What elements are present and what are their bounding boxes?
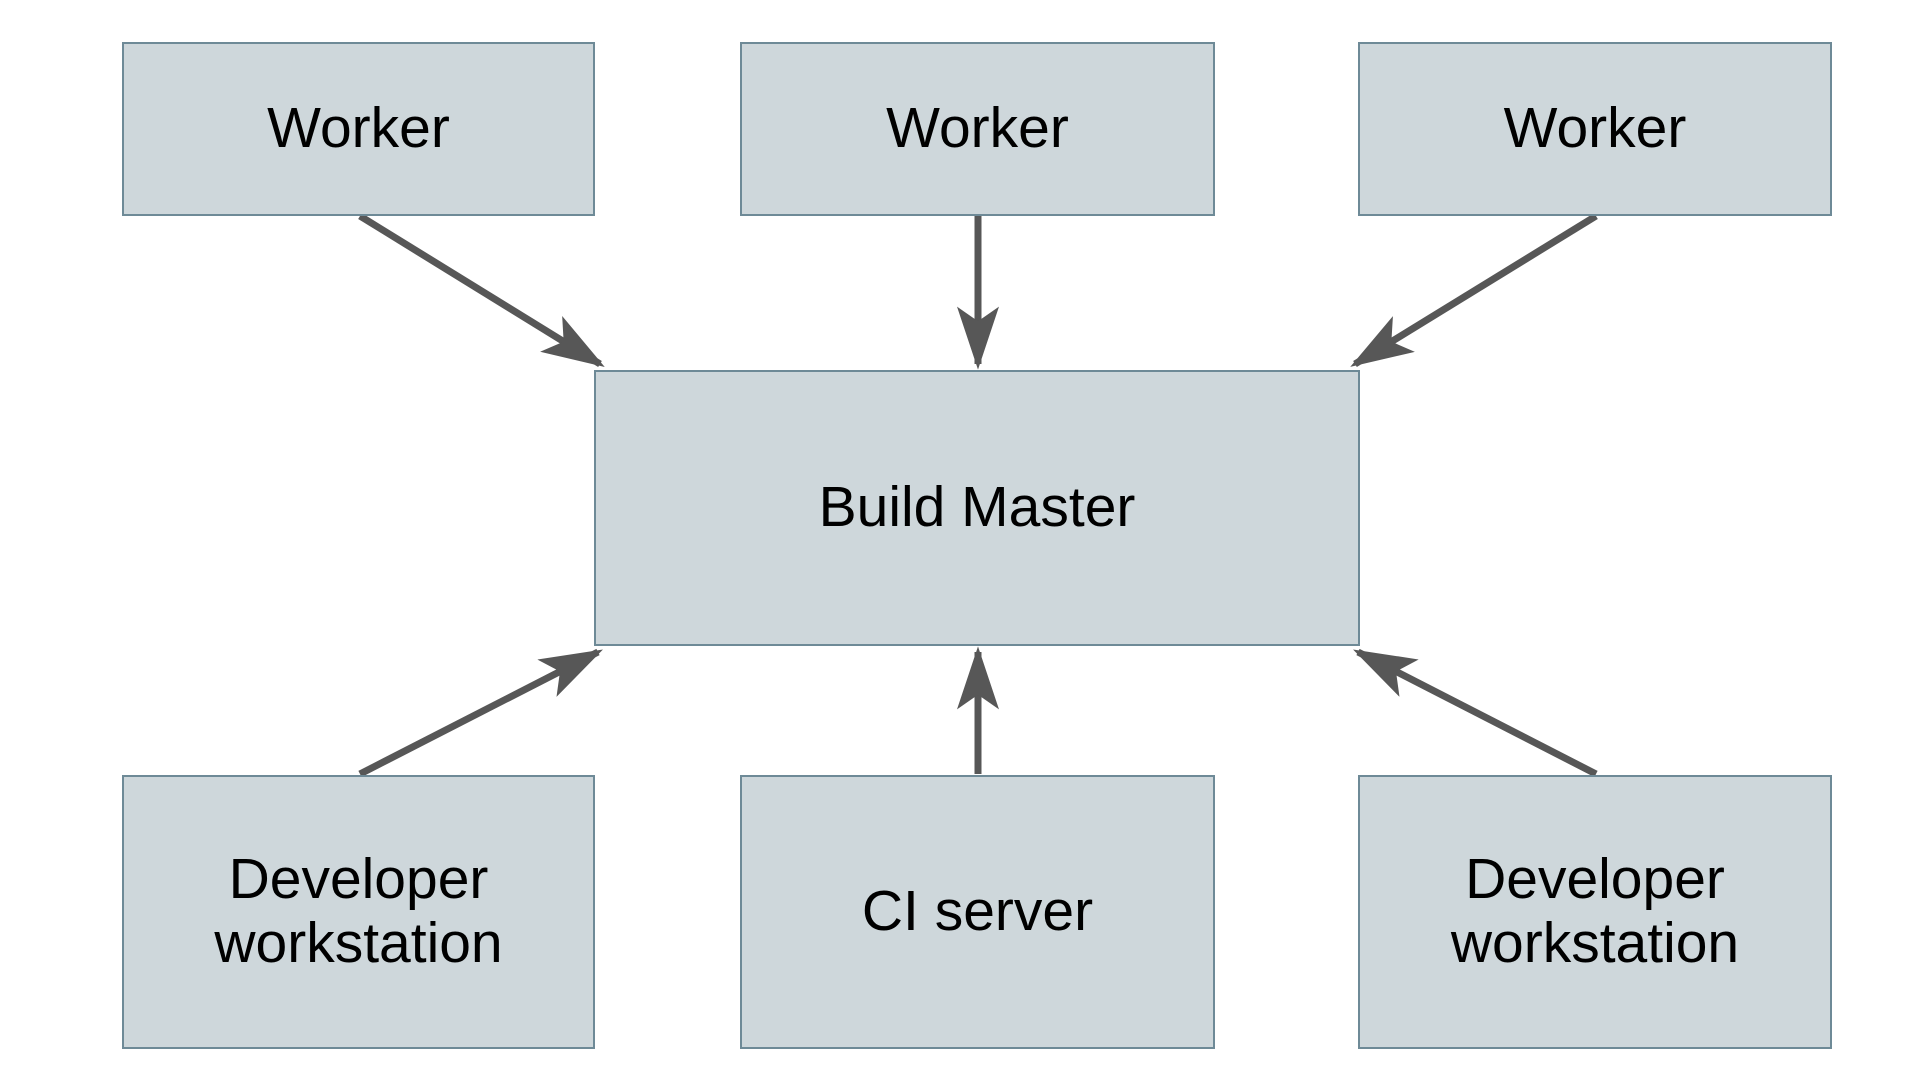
node-worker-2-label: Worker (886, 96, 1069, 161)
node-worker-3-label: Worker (1503, 96, 1687, 161)
node-build-master-label: Build Master (818, 475, 1136, 540)
node-worker-2[interactable]: Worker (740, 42, 1215, 216)
node-worker-1-label: Worker (267, 96, 450, 161)
node-build-master[interactable]: Build Master (594, 370, 1360, 646)
node-worker-3[interactable]: Worker (1358, 42, 1832, 216)
node-developer-workstation-left-label: Developer workstation (214, 847, 503, 975)
node-developer-workstation-left[interactable]: Developer workstation (122, 775, 595, 1049)
edge-worker-1-to-build-master (358, 213, 605, 367)
edge-dev-ws-right-to-build-master (1353, 648, 1598, 778)
node-worker-1[interactable]: Worker (122, 42, 595, 216)
node-developer-workstation-right[interactable]: Developer workstation (1358, 775, 1832, 1049)
node-developer-workstation-right-label: Developer workstation (1450, 847, 1740, 975)
node-ci-server[interactable]: CI server (740, 775, 1215, 1049)
edge-dev-ws-left-to-build-master (358, 648, 603, 778)
edge-worker-3-to-build-master (1350, 213, 1598, 367)
node-ci-server-label: CI server (861, 879, 1094, 944)
